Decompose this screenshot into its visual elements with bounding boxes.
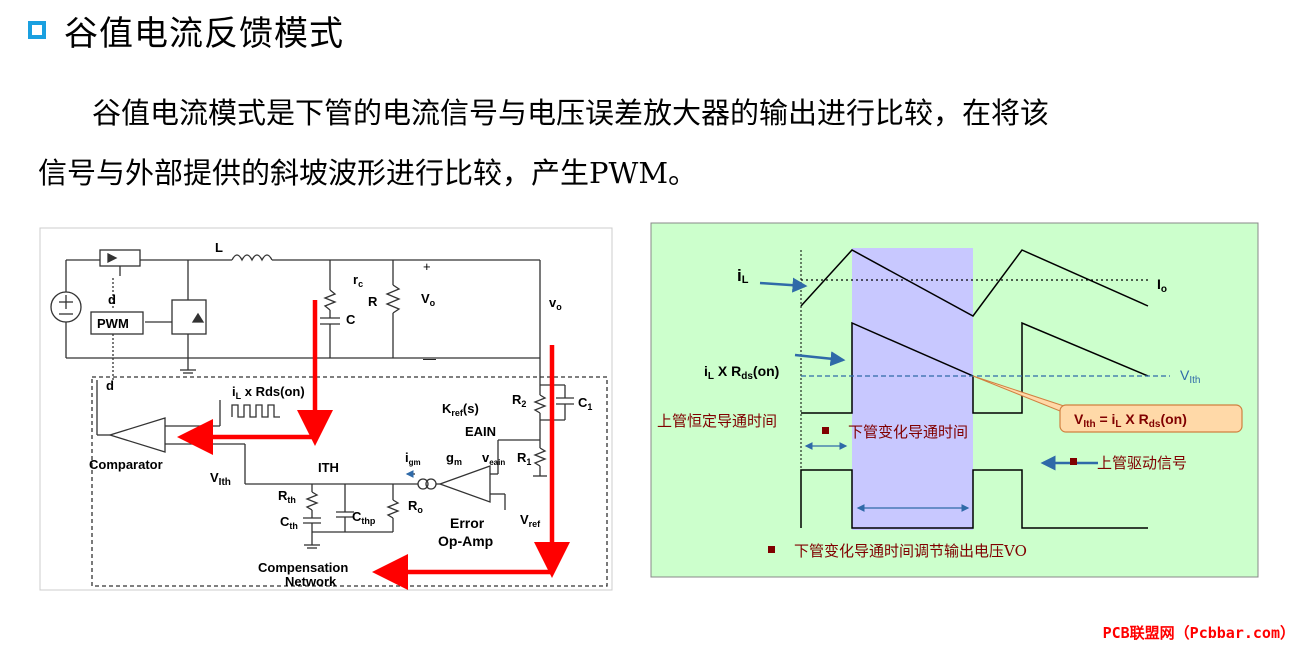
svg-text:rc: rc bbox=[353, 272, 363, 289]
svg-text:Comparator: Comparator bbox=[89, 457, 163, 472]
svg-text:R1: R1 bbox=[517, 450, 531, 467]
svg-text:EAIN: EAIN bbox=[465, 424, 496, 439]
bullet-square-icon bbox=[28, 21, 46, 39]
svg-text:Cthp: Cthp bbox=[352, 509, 376, 526]
svg-text:Network: Network bbox=[285, 574, 337, 589]
svg-text:+: + bbox=[423, 259, 431, 274]
svg-text:d: d bbox=[108, 292, 116, 307]
svg-text:iL x Rds(on): iL x Rds(on) bbox=[232, 384, 305, 401]
vith-callout bbox=[1059, 404, 1243, 433]
svg-text:R: R bbox=[368, 294, 378, 309]
waveform-panel: iL Io iL X Rds(on) VIth VIth = iL X Rds(… bbox=[650, 222, 1259, 578]
svg-text:iL X Rds(on): iL X Rds(on) bbox=[704, 363, 779, 382]
label-lower-variable-on: 下管变化导通时间 bbox=[848, 423, 968, 441]
svg-text:C: C bbox=[346, 312, 356, 327]
svg-text:Cth: Cth bbox=[280, 514, 298, 531]
slide-title: 谷值电流反馈模式 bbox=[64, 13, 344, 54]
paragraph-line-1: 谷值电流模式是下管的电流信号与电压误差放大器的输出进行比较，在将该 bbox=[92, 96, 1050, 130]
signal-flow-arrows bbox=[177, 300, 570, 590]
svg-text:veain: veain bbox=[482, 450, 505, 467]
svg-text:L: L bbox=[215, 240, 223, 255]
svg-text:Kref(s): Kref(s) bbox=[442, 401, 479, 418]
svg-text:d: d bbox=[106, 378, 114, 393]
svg-text:Ro: Ro bbox=[408, 498, 423, 515]
label-upper-constant-on: 上管恒定导通时间 bbox=[657, 412, 777, 430]
svg-text:Io: Io bbox=[1157, 276, 1167, 295]
svg-text:iL: iL bbox=[737, 266, 749, 286]
svg-text:Vref: Vref bbox=[520, 512, 541, 529]
svg-text:gm: gm bbox=[446, 450, 462, 467]
label-bottom-note: 下管变化导通时间调节输出电压VO bbox=[794, 542, 1027, 560]
svg-text:vo: vo bbox=[549, 295, 562, 312]
svg-text:Compensation: Compensation bbox=[258, 560, 348, 575]
svg-text:VIth: VIth bbox=[210, 470, 231, 488]
svg-text:ITH: ITH bbox=[318, 460, 339, 475]
svg-text:Error: Error bbox=[450, 515, 485, 531]
svg-text:R2: R2 bbox=[512, 392, 526, 409]
buck-circuit-schematic bbox=[39, 227, 613, 591]
svg-text:C1: C1 bbox=[578, 395, 592, 412]
svg-text:Rth: Rth bbox=[278, 488, 296, 505]
svg-text:Vo: Vo bbox=[421, 291, 436, 308]
svg-text:Op-Amp: Op-Amp bbox=[438, 533, 493, 549]
svg-text:PWM: PWM bbox=[97, 316, 129, 331]
watermark: PCB联盟网（Pcbbar.com） bbox=[1102, 624, 1295, 642]
slide-header: 谷值电流反馈模式 bbox=[28, 8, 344, 54]
circuit-labels: L rc C R Vo vo + — d PWM d iL x Rds(on) … bbox=[89, 240, 592, 589]
label-upper-drive: 上管驱动信号 bbox=[1097, 454, 1187, 472]
svg-text:VIth: VIth bbox=[1180, 367, 1200, 386]
svg-text:VIth = iL X Rds(on): VIth = iL X Rds(on) bbox=[1074, 411, 1187, 430]
paragraph-line-2: 信号与外部提供的斜坡波形进行比较，产生PWM。 bbox=[38, 156, 698, 190]
svg-text:—: — bbox=[423, 351, 436, 366]
svg-text:igm: igm bbox=[405, 450, 421, 467]
